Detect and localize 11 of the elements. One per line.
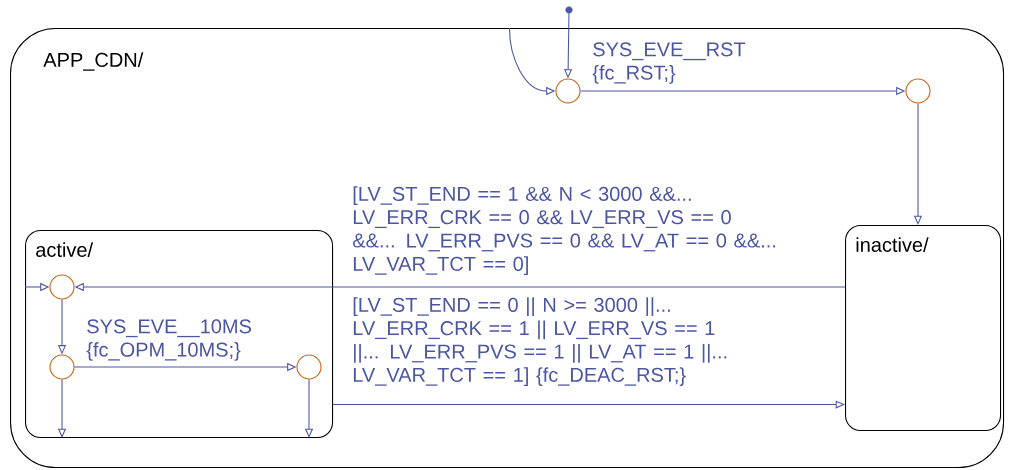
edge-label: SYS_EVE__10MS {fc_OPM_10MS;} (86, 319, 251, 361)
state-box: inactive/ (845, 225, 1002, 432)
arrow (332, 400, 845, 409)
junction (49, 354, 75, 380)
junction (905, 78, 931, 104)
edge-label: SYS_EVE__RST {fc_RST;} (592, 42, 746, 84)
junction (296, 354, 322, 380)
junction (555, 78, 581, 104)
edge-label: [LV_ST_END == 0 || N >= 3000 ||... LV_ERR_CRK == 1 || LV_ERR_VS == 1 ||... LV_ERR_PVS == 1 || LV_AT == 1 ||... LV_VAR_TCT == 1] {fc_DEAC_RST;} (353, 297, 727, 386)
junction (49, 274, 75, 300)
edge-label: [LV_ST_END == 1 && N < 3000 &&... LV_ERR_CRK == 0 && LV_ERR_VS == 0 &&... LV_ERR_PVS == 0 && LV_AT == 0 &&... LV_VAR_TCT == 0] (353, 186, 776, 275)
